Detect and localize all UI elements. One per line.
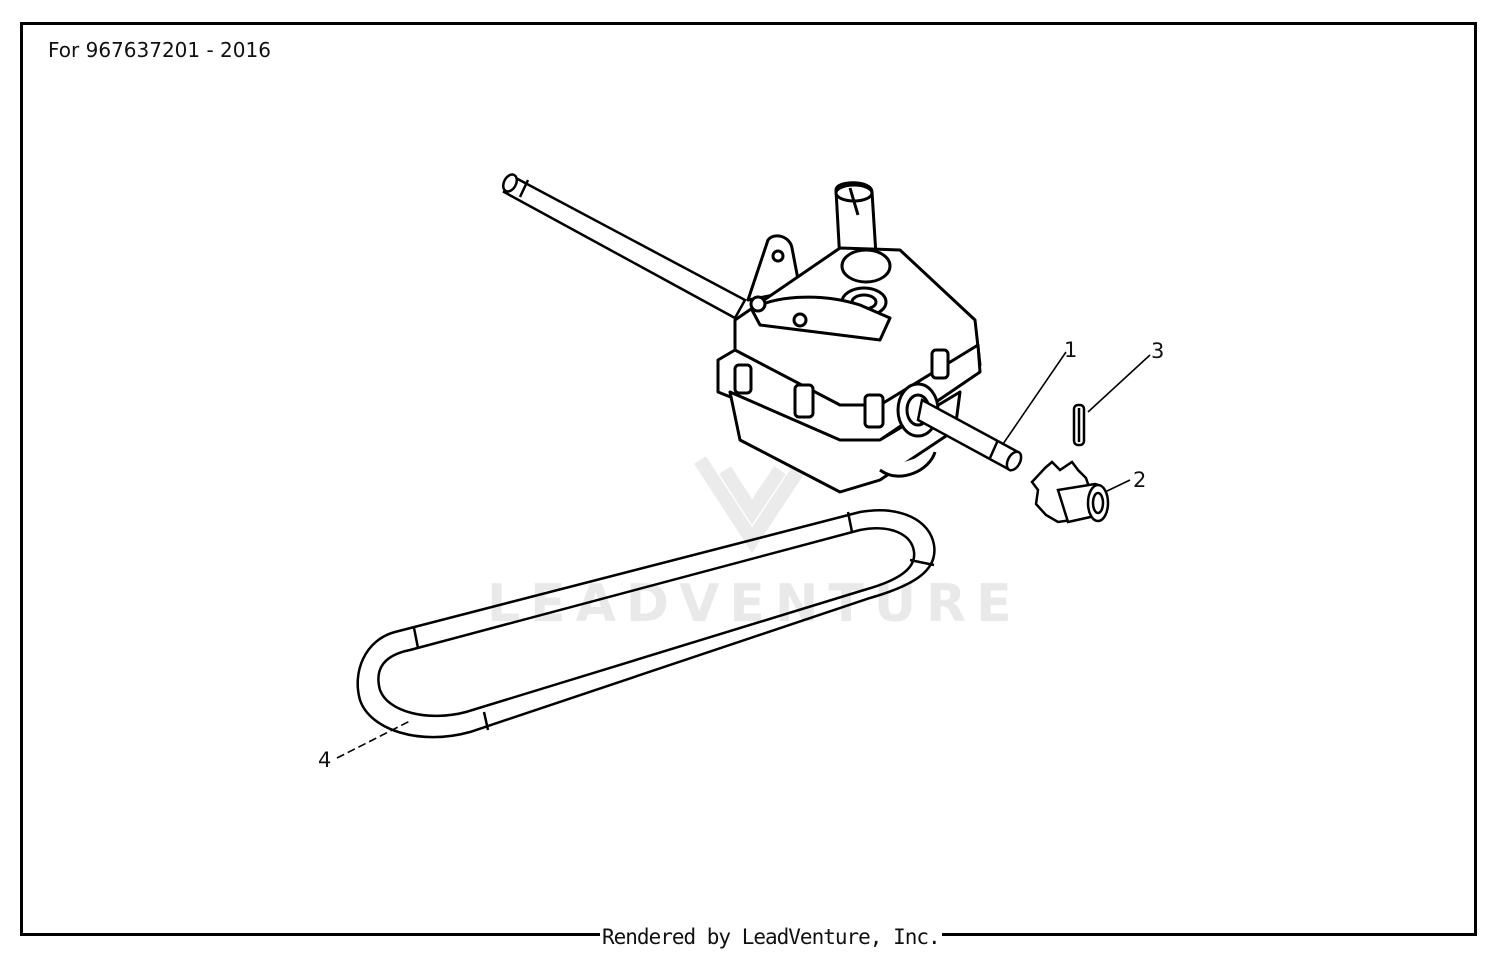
callout-3[interactable]: 3	[1151, 339, 1164, 363]
watermark-logo	[694, 456, 811, 553]
callout-1[interactable]: 1	[1064, 338, 1077, 362]
pinion-gear	[1030, 460, 1110, 524]
drive-belt	[356, 509, 936, 739]
transmission-left-shaft	[501, 173, 747, 320]
leader-line-4	[336, 719, 413, 759]
callout-2[interactable]: 2	[1133, 468, 1146, 492]
leader-line-1	[1002, 351, 1067, 445]
footer-credit: Rendered by LeadVenture, Inc.	[600, 925, 942, 949]
leader-lines	[336, 351, 1151, 759]
transmission-right-shaft	[916, 398, 1023, 472]
transmission-gearbox	[716, 181, 982, 494]
leader-line-2	[1104, 479, 1131, 493]
leader-line-3	[1087, 354, 1151, 413]
callout-4[interactable]: 4	[318, 748, 331, 772]
roll-pin	[1072, 403, 1086, 447]
model-title: For 967637201 - 2016	[48, 38, 271, 62]
